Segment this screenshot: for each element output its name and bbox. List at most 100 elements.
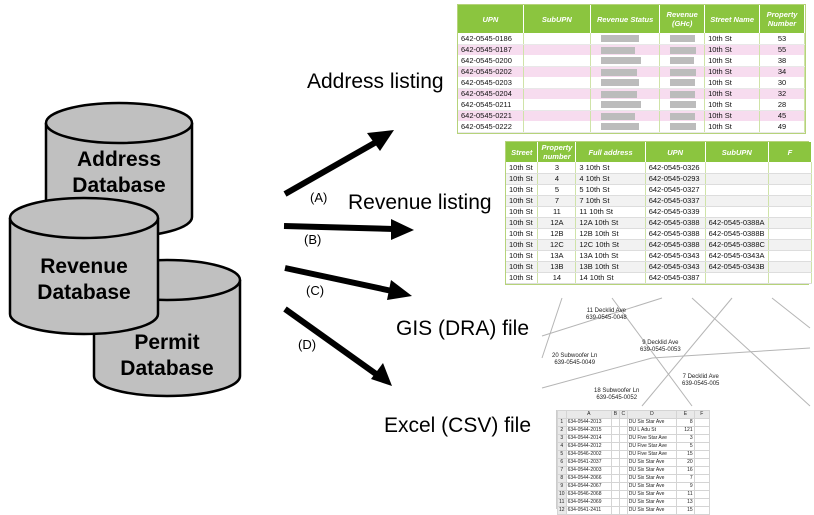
address-cell[interactable]: DU Five Star Ave	[626, 434, 678, 443]
number-cell[interactable]: 15	[676, 450, 695, 459]
gis-parcel-label: 7 Decklid Ave 639-0545-005	[682, 374, 719, 388]
redacted-value	[670, 90, 696, 98]
empty-cell[interactable]	[693, 450, 711, 459]
upn-cell[interactable]: 634-0546-2002	[565, 450, 612, 459]
property-number-cell: 38	[759, 55, 805, 67]
number-cell[interactable]: 7	[676, 474, 695, 483]
empty-cell[interactable]	[618, 450, 628, 459]
address-cell[interactable]: DU Five Star Ave	[626, 442, 678, 451]
upn-cell[interactable]: 634-0544-2014	[565, 434, 612, 443]
empty-cell[interactable]	[610, 458, 620, 467]
address-cell[interactable]: DU Five Star Ave	[626, 450, 678, 459]
empty-cell[interactable]	[610, 482, 620, 491]
column-header: SubUPN	[705, 142, 769, 162]
number-cell[interactable]: 9	[676, 482, 695, 491]
upn-cell[interactable]: 634-0544-2066	[565, 474, 612, 483]
address-cell[interactable]: DU Six Star Ave	[626, 474, 678, 483]
upn-cell[interactable]: 634-0544-2015	[565, 426, 612, 435]
empty-cell[interactable]	[618, 506, 628, 515]
empty-cell[interactable]	[610, 498, 620, 507]
address-cell[interactable]: DU Six Star Ave	[626, 506, 678, 515]
address-cell[interactable]: DU Six Star Ave	[626, 418, 678, 427]
address-cell[interactable]: DU L Adu St	[626, 426, 678, 435]
redacted-value	[670, 68, 697, 76]
upn-cell[interactable]: 634-0544-2013	[565, 418, 612, 427]
property-number-cell: 13B	[537, 261, 577, 273]
empty-cell[interactable]	[610, 450, 620, 459]
empty-cell[interactable]	[693, 482, 711, 491]
redacted-value	[600, 68, 637, 76]
empty-cell[interactable]	[610, 426, 620, 435]
empty-cell[interactable]	[693, 458, 711, 467]
number-cell[interactable]: 15	[676, 506, 695, 515]
number-cell[interactable]: 8	[676, 418, 695, 427]
upn-cell[interactable]: 634-0541-2037	[565, 458, 612, 467]
revenue-status-cell	[590, 55, 661, 67]
empty-cell[interactable]	[610, 490, 620, 499]
number-cell[interactable]: 16	[676, 466, 695, 475]
street-cell: 10th St	[506, 272, 539, 284]
address-cell[interactable]: DU Six Star Ave	[626, 458, 678, 467]
empty-cell[interactable]	[693, 442, 711, 451]
revenue-cell	[659, 121, 706, 133]
empty-cell[interactable]	[610, 442, 620, 451]
full-address-cell: 3 10th St	[575, 162, 646, 174]
gis-upn-label: 639-0545-0048	[586, 315, 627, 321]
arrow-a	[283, 130, 394, 197]
empty-cell[interactable]	[693, 418, 711, 427]
upn-cell: 642-0545-0293	[645, 173, 706, 185]
upn-cell[interactable]: 634-0541-2411	[565, 506, 612, 515]
full-address-cell: 11 10th St	[575, 206, 646, 218]
empty-cell[interactable]	[610, 466, 620, 475]
upn-cell[interactable]: 634-0544-2069	[565, 498, 612, 507]
number-cell[interactable]: 121	[676, 426, 695, 435]
column-header: F	[768, 142, 813, 162]
empty-cell[interactable]	[693, 490, 711, 499]
column-header: Street Name	[704, 5, 761, 33]
empty-cell[interactable]	[610, 506, 620, 515]
empty-cell[interactable]	[618, 474, 628, 483]
column-header: Property number	[537, 142, 577, 162]
address-cell[interactable]: DU Six Star Ave	[626, 490, 678, 499]
arrow-d	[283, 306, 392, 386]
empty-cell[interactable]	[618, 442, 628, 451]
column-header: SubUPN	[523, 5, 591, 33]
number-cell[interactable]: 20	[676, 458, 695, 467]
redacted-value	[600, 79, 639, 87]
empty-cell[interactable]	[618, 466, 628, 475]
empty-cell[interactable]	[693, 498, 711, 507]
empty-cell[interactable]	[618, 498, 628, 507]
empty-cell[interactable]	[610, 434, 620, 443]
upn-cell[interactable]: 634-0544-2012	[565, 442, 612, 451]
empty-cell[interactable]	[618, 426, 628, 435]
empty-cell[interactable]	[618, 458, 628, 467]
empty-cell[interactable]	[610, 418, 620, 427]
street-cell: 10th St	[506, 228, 539, 240]
upn-cell[interactable]: 634-0544-2003	[565, 466, 612, 475]
empty-cell[interactable]	[618, 490, 628, 499]
empty-cell[interactable]	[610, 474, 620, 483]
number-cell[interactable]: 13	[676, 498, 695, 507]
empty-cell[interactable]	[693, 506, 711, 515]
number-cell[interactable]: 11	[676, 490, 695, 499]
redacted-value	[600, 112, 635, 120]
empty-cell[interactable]	[618, 482, 628, 491]
number-cell[interactable]: 5	[676, 442, 695, 451]
empty-cell[interactable]	[693, 426, 711, 435]
empty-cell[interactable]	[693, 474, 711, 483]
empty-cell[interactable]	[693, 466, 711, 475]
upn-cell[interactable]: 634-0546-2068	[565, 490, 612, 499]
number-cell[interactable]: 3	[676, 434, 695, 443]
address-cell[interactable]: DU Six Star Ave	[626, 466, 678, 475]
empty-cell[interactable]	[618, 418, 628, 427]
upn-cell[interactable]: 634-0544-2067	[565, 482, 612, 491]
empty-cell[interactable]	[693, 434, 711, 443]
empty-cell[interactable]	[618, 434, 628, 443]
excel-column-header: A	[565, 410, 612, 419]
address-cell[interactable]: DU Six Star Ave	[626, 498, 678, 507]
address-cell[interactable]: DU Six Star Ave	[626, 482, 678, 491]
full-address-cell: 12B 10th St	[575, 228, 646, 240]
